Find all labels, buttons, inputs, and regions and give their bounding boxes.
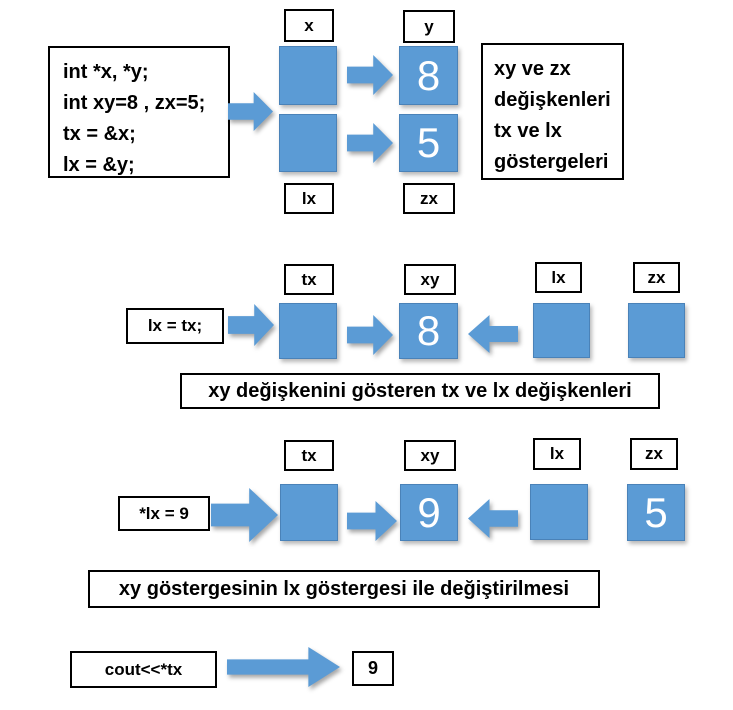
s3-var-label-tx: tx (284, 440, 334, 471)
cell-value: 5 (416, 119, 441, 166)
s2-var-label-lx: lx (535, 262, 582, 293)
arrow-right-icon (211, 488, 278, 542)
s2-memory-cell-zx (628, 303, 685, 358)
s3-var-label-zx: zx (630, 438, 678, 470)
s1-var-label-zx: zx (403, 183, 455, 214)
s1-var-label-y: y (403, 10, 455, 43)
output-value-box: 9 (352, 651, 394, 686)
s2-memory-cell-tx (279, 303, 337, 359)
arrow-right-icon (347, 501, 397, 541)
code-box: int *x, *y; int xy=8 , zx=5; tx = &x; lx… (48, 46, 230, 178)
arrow-right-icon (347, 55, 393, 95)
note-line: değişkenleri (494, 89, 611, 111)
arrow-left-icon (468, 499, 518, 538)
arrow-right-icon (228, 92, 273, 131)
s3-var-label-xy: xy (404, 440, 456, 471)
code-line: int *x, *y; (63, 61, 149, 83)
arrow-right-icon (347, 123, 393, 163)
note-line: göstergeleri (494, 151, 609, 173)
s2-caption: xy değişkenini gösteren tx ve lx değişke… (180, 373, 660, 409)
note-box: xy ve zx değişkenleri tx ve lx göstergel… (481, 43, 624, 180)
cell-value: 5 (644, 488, 668, 536)
s3-var-label-lx: lx (533, 438, 581, 470)
s2-var-label-xy: xy (404, 264, 456, 295)
s3-memory-cell-tx (280, 484, 338, 541)
s3-memory-cell-zx: 5 (627, 484, 685, 541)
arrow-left-icon (468, 315, 518, 353)
arrow-right-icon (228, 304, 274, 346)
code-line: lx = &y; (63, 154, 135, 176)
arrow-right-icon (347, 315, 393, 355)
note-line: xy ve zx (494, 58, 571, 80)
s1-var-label-x: x (284, 9, 334, 42)
s2-var-label-tx: tx (284, 264, 334, 295)
s1-memory-cell-y: 8 (399, 46, 458, 105)
s2-memory-cell-xy: 8 (399, 303, 458, 359)
s1-memory-cell-zx: 5 (399, 114, 458, 172)
op-box-cout: cout<<*tx (70, 651, 217, 688)
s1-memory-cell-lx (279, 114, 337, 172)
s3-caption: xy göstergesinin lx göstergesi ile değiş… (88, 570, 600, 608)
code-line: int xy=8 , zx=5; (63, 92, 206, 114)
s2-memory-cell-lx (533, 303, 590, 358)
s3-memory-cell-xy: 9 (400, 484, 458, 541)
op-box-lx-eq-tx: lx = tx; (126, 308, 224, 344)
code-line: tx = &x; (63, 123, 136, 145)
cell-value: 8 (416, 307, 441, 354)
note-line: tx ve lx (494, 120, 562, 142)
op-box-deref-lx-eq-9: *lx = 9 (118, 496, 210, 531)
cell-value: 9 (417, 488, 441, 536)
cell-value: 8 (416, 51, 441, 99)
s1-memory-cell-x (279, 46, 337, 105)
s1-var-label-lx: lx (284, 183, 334, 214)
arrow-right-icon (227, 647, 340, 687)
s2-var-label-zx: zx (633, 262, 680, 293)
s3-memory-cell-lx (530, 484, 588, 540)
